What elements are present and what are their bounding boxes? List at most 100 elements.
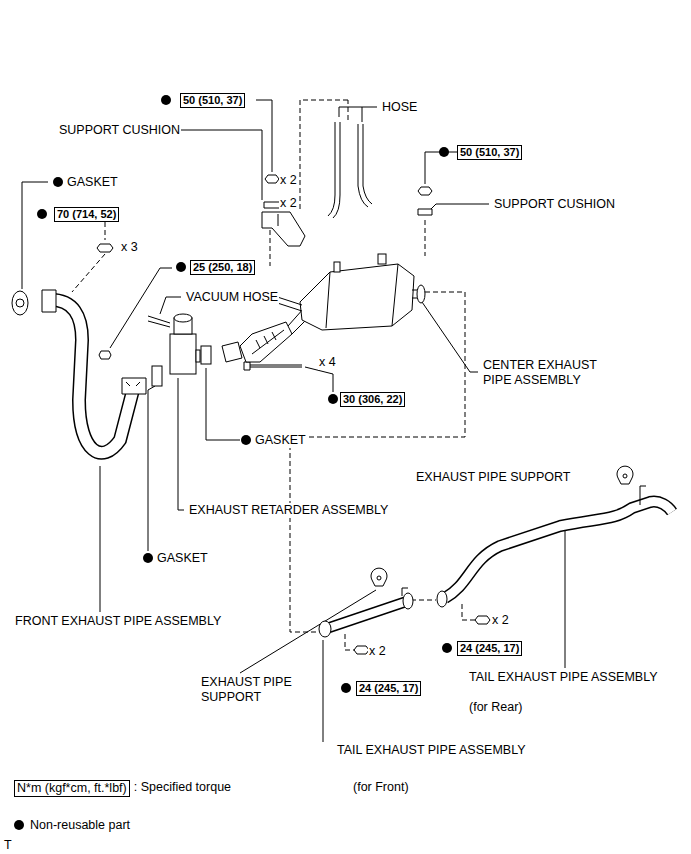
leader-line (362, 107, 377, 122)
part-label: (for Front) (352, 780, 410, 795)
fastener (418, 187, 432, 195)
non-reusable-dot (37, 95, 452, 693)
non-reusable-dot (341, 683, 351, 693)
leader-line (178, 378, 184, 510)
torque-value: 24 (245, 17) (359, 682, 418, 694)
part-label: HOSE (381, 100, 418, 115)
center-exhaust-pipe (240, 322, 292, 362)
part-label: GASKET (156, 551, 209, 566)
leader-line (206, 368, 240, 440)
torque-box: 24 (245, 17) (457, 641, 522, 656)
torque-box: 50 (510, 37) (457, 145, 522, 160)
tail-exhaust-pipe (445, 502, 672, 598)
legend-text: Non-reusable part (30, 818, 130, 832)
center-exhaust-pipe (300, 264, 414, 330)
fastener (99, 351, 111, 359)
torque-box: 24 (245, 17) (356, 681, 421, 696)
quantity-label: x 3 (120, 240, 139, 255)
fastener (354, 646, 369, 654)
fastener (418, 209, 432, 215)
center-exhaust-pipe (252, 330, 284, 354)
exhaust-retarder (170, 334, 196, 374)
legend-torque-box: N*m (kgf*cm, ft.*lbf) (14, 780, 130, 797)
part-label: TAIL EXHAUST PIPE ASSEMBLY (468, 670, 659, 685)
tail-exhaust-pipe (328, 602, 405, 628)
part-label: FRONT EXHAUST PIPE ASSEMBLY (14, 614, 222, 629)
front-exhaust-pipe (46, 300, 133, 453)
tail-exhaust-pipe (640, 486, 646, 505)
quantity-label: x 2 (279, 173, 298, 188)
part-label: VACUUM HOSE (185, 290, 279, 305)
exhaust-retarder (174, 314, 192, 322)
gasket (201, 346, 211, 364)
fastener (250, 365, 302, 367)
hose (328, 122, 372, 218)
non-reusable-dot (161, 95, 171, 105)
leader-line (305, 367, 333, 392)
non-reusable-dot (53, 177, 63, 187)
dashed-guide (72, 254, 105, 292)
torque-value: 24 (245, 17) (460, 642, 519, 654)
support-cushion-bracket (262, 212, 305, 246)
part-label: (for Rear) (468, 700, 523, 715)
part-label: EXHAUST RETARDER ASSEMBLY (188, 503, 389, 518)
non-reusable-dot (37, 209, 47, 219)
fastener (265, 175, 279, 183)
part-label: : Specified torque (133, 780, 232, 795)
part-label: SUPPORT CUSHION (493, 197, 616, 212)
front-exhaust-pipe (46, 300, 133, 453)
dashed-guide (345, 634, 356, 650)
leader-line (22, 182, 48, 289)
part-label: CENTER EXHAUST PIPE ASSEMBLY (482, 358, 612, 388)
non-reusable-dot (143, 553, 153, 563)
leader-line (339, 107, 362, 117)
torque-value: N*m (kgf*cm, ft.*lbf) (17, 781, 127, 795)
torque-box: 30 (306, 22) (340, 392, 405, 407)
front-exhaust-pipe (12, 291, 28, 315)
center-exhaust-pipe (222, 342, 242, 362)
quantity-label: x 2 (279, 196, 298, 211)
dashed-guide (72, 100, 477, 650)
hose (333, 122, 340, 218)
front-exhaust-pipe (42, 290, 56, 312)
dashed-guide (290, 292, 465, 632)
non-reusable-dot (241, 435, 251, 445)
leader-line (323, 640, 324, 742)
tail-exhaust-pipe (402, 588, 408, 596)
fastener (97, 175, 490, 654)
hose (328, 122, 335, 216)
torque-value: 50 (510, 37) (183, 94, 242, 106)
front-exhaust-pipe (16, 299, 24, 307)
leader-line (175, 130, 262, 200)
dashed-guide (462, 604, 477, 620)
part-label: GASKET (66, 175, 119, 190)
torque-box: 70 (714, 52) (54, 207, 119, 222)
leader-line (100, 466, 101, 612)
exhaust-pipe-support (377, 576, 381, 580)
tail-exhaust-pipe (328, 602, 405, 628)
exhaust-pipe-support (617, 466, 633, 484)
leader-line (565, 530, 566, 668)
dashed-guide (300, 100, 348, 210)
leader-line (160, 297, 181, 314)
torque-value: 70 (714, 52) (57, 208, 116, 220)
part-label: EXHAUST PIPE SUPPORT (415, 470, 571, 485)
center-exhaust-pipe (378, 254, 386, 264)
dashed-guide (425, 220, 426, 256)
exhaust-pipe-support (623, 474, 627, 478)
tail-exhaust-pipe (437, 591, 447, 607)
exhaust-pipe-support (371, 568, 387, 586)
fastener (244, 362, 250, 370)
part-label: SUPPORT CUSHION (58, 123, 181, 138)
leader-line (110, 268, 172, 348)
leader-line (422, 302, 478, 372)
non-reusable-dot (442, 643, 452, 653)
leader-line (148, 386, 155, 551)
fastener (97, 244, 113, 252)
quantity-label: x 2 (491, 613, 510, 628)
part-label: EXHAUST PIPE SUPPORT (200, 675, 312, 705)
tail-exhaust-pipe (403, 593, 413, 609)
dashed-guide (411, 600, 436, 601)
gasket (152, 366, 162, 386)
fastener (475, 616, 490, 624)
